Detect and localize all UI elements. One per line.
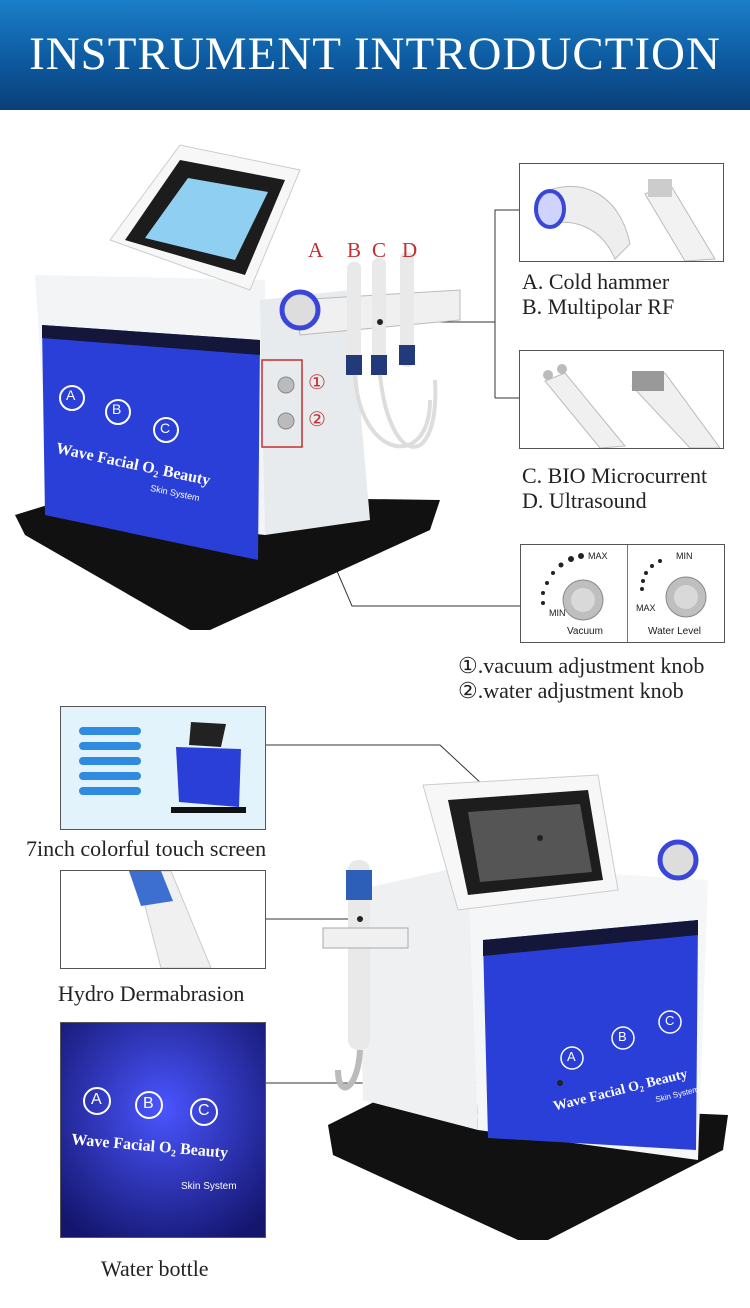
label-touch-screen: 7inch colorful touch screen: [26, 836, 267, 861]
handle-letter-c: C: [372, 238, 387, 262]
vacuum-name-label: Vacuum: [567, 626, 603, 637]
vacuum-knob-icon: [541, 553, 604, 621]
handpiece-image: [534, 179, 716, 261]
vacuum-knob-section: MAX MIN Vacuum: [521, 545, 628, 642]
label-water-knob: ②.water adjustment knob: [458, 678, 684, 703]
handpiece-image-2: [543, 364, 721, 448]
label-multipolar-rf: B. Multipolar RF: [522, 294, 675, 319]
bottle-letter-c: C: [198, 1102, 210, 1119]
vacuum-max-label: MAX: [588, 551, 608, 561]
label-vacuum-knob: ①.vacuum adjustment knob: [458, 653, 705, 678]
touch-screen-image: [61, 707, 265, 829]
bottle-sub: Skin System: [181, 1181, 237, 1192]
bottle-letter-a: A: [91, 1091, 102, 1108]
water-knob-section: MIN MAX Water Level: [628, 545, 724, 642]
panel-cold-hammer-rf: [519, 163, 724, 262]
bottle-letter-a-bottom: A: [567, 1049, 576, 1064]
water-bottle-image: [61, 1023, 265, 1237]
vacuum-min-label: MIN: [549, 608, 566, 618]
bottle-letter-b: B: [143, 1095, 154, 1112]
panel-water-bottle: A B C Wave Facial O₂ Beauty Skin System: [60, 1022, 266, 1238]
panel-bio-ultrasound: [519, 350, 724, 449]
label-cold-hammer: A. Cold hammer: [522, 269, 670, 294]
label-bio-microcurrent: C. BIO Microcurrent: [522, 463, 708, 488]
handle-letter-d: D: [402, 238, 418, 262]
water-knob-icon: [640, 559, 707, 618]
water-max-label: MAX: [636, 603, 656, 613]
water-min-label: MIN: [676, 551, 693, 561]
panel-hydro-dermabrasion: [60, 870, 266, 969]
label-water-bottle: Water bottle: [101, 1256, 209, 1281]
knob-marker-2: ②: [308, 407, 326, 431]
label-hydro-dermabrasion: Hydro Dermabrasion: [58, 981, 245, 1006]
bottle-letter-b-bottom: B: [618, 1029, 627, 1044]
page-title: INSTRUMENT INTRODUCTION: [29, 28, 721, 80]
handle-letter-a: A: [308, 238, 324, 262]
bottle-letter-c-top: C: [160, 420, 171, 436]
header-banner: INSTRUMENT INTRODUCTION: [0, 0, 750, 110]
knob-marker-1: ①: [308, 370, 326, 394]
panel-touch-screen: [60, 706, 266, 830]
bottle-letter-a-top: A: [66, 387, 76, 403]
label-ultrasound: D. Ultrasound: [522, 488, 647, 513]
handle-letter-b: B: [347, 238, 362, 262]
device-illustration-top: [15, 144, 461, 630]
water-name-label: Water Level: [648, 626, 701, 637]
hydro-tip-image: [129, 871, 212, 968]
bottle-letter-b-top: B: [112, 401, 122, 417]
device-illustration-bottom: [322, 774, 728, 1240]
panel-knobs: MAX MIN Vacuum MIN MAX Water Level: [520, 544, 725, 643]
bottle-letter-c-bottom: C: [665, 1013, 675, 1028]
